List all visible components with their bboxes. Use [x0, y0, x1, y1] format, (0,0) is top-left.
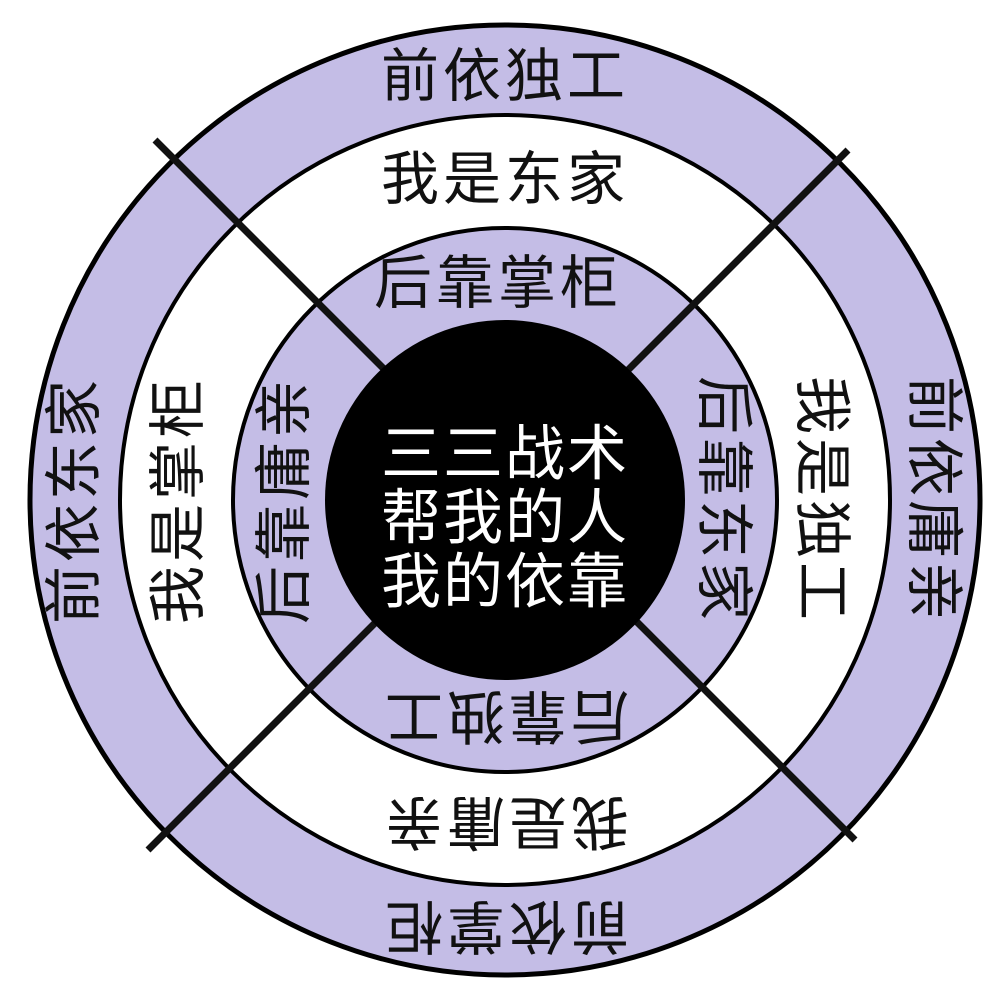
center-line-3: 我的依靠 [381, 548, 629, 618]
middle-label-top: 我是东家 [381, 145, 629, 213]
outer-label-right: 前依庸亲 [900, 376, 968, 624]
center-disk [325, 320, 685, 680]
inner-label-right: 后靠东家 [690, 376, 758, 624]
inner-label-top: 后靠掌柜 [374, 249, 622, 317]
middle-label-bottom: 我是庸亲 [381, 788, 629, 856]
inner-label-bottom: 后靠独工 [381, 682, 629, 750]
outer-label-bottom: 前依掌柜 [381, 892, 629, 960]
center-line-2: 帮我的人 [381, 484, 629, 554]
inner-label-left: 后靠庸亲 [250, 376, 318, 624]
outer-label-top: 前依独工 [381, 42, 629, 110]
middle-label-right: 我是独工 [788, 376, 856, 624]
center-line-1: 三三战术 [381, 420, 629, 490]
outer-label-left: 前依东家 [40, 376, 108, 624]
middle-label-left: 我是掌柜 [144, 376, 212, 624]
